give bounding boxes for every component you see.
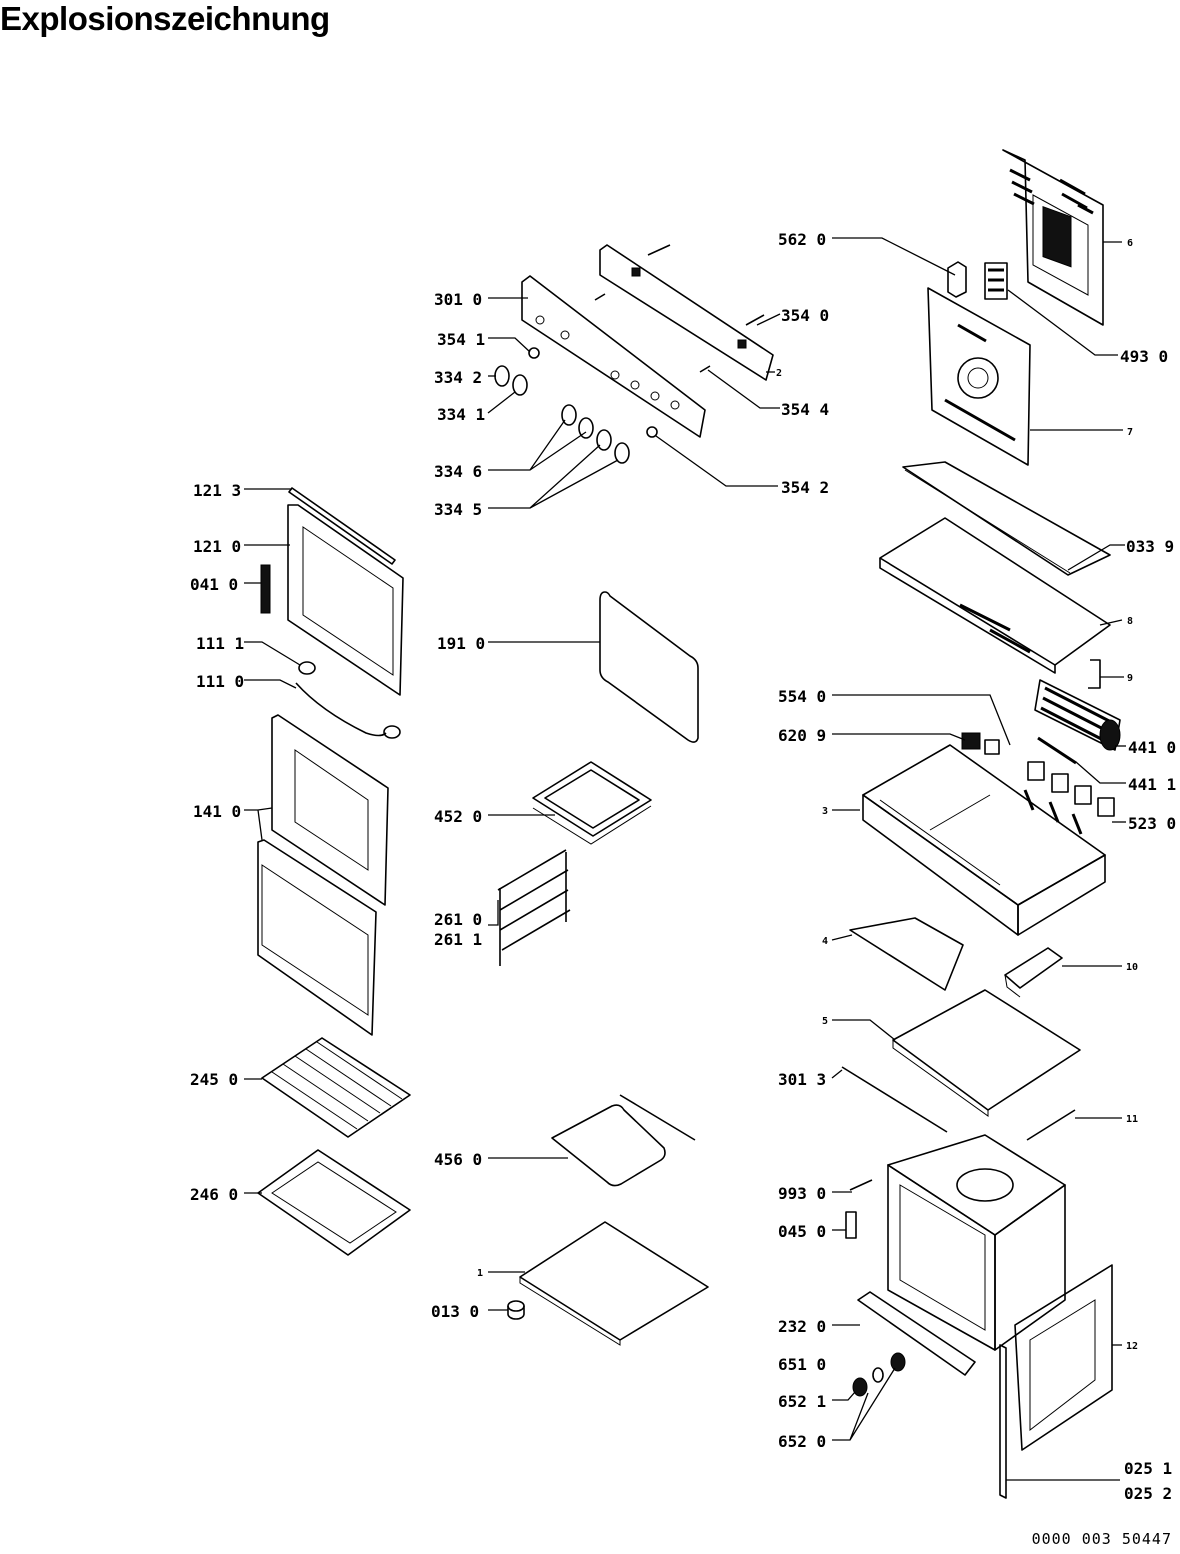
label-993-0: 993 0 [778, 1184, 826, 1203]
label-6: 6 [1127, 238, 1133, 249]
label-562-0: 562 0 [778, 230, 826, 249]
part-191-0-gasket [599, 591, 699, 743]
leader-lines [244, 237, 1126, 1481]
document-number: 0000 003 50447 [1031, 1530, 1172, 1548]
part-121-3-strip [288, 487, 396, 565]
label-041-0: 041 0 [190, 575, 238, 594]
part-5-base-plate [892, 989, 1081, 1117]
part-246-0-baking-tray [257, 1149, 411, 1256]
part-6-rear-cover [1002, 149, 1104, 326]
label-261-1: 261 1 [434, 930, 482, 949]
part-111-0-handle-rod [295, 682, 401, 739]
label-025-1: 025 1 [1124, 1459, 1172, 1478]
part-2-panel-frame [599, 244, 774, 381]
label-652-1: 652 1 [778, 1392, 826, 1411]
label-354-1: 354 1 [437, 330, 485, 349]
part-456-0-element [551, 1094, 696, 1187]
label-261-0: 261 0 [434, 910, 482, 929]
label-4: 4 [822, 936, 828, 947]
label-651-0: 651 0 [778, 1355, 826, 1374]
part-033-9-plate [902, 461, 1111, 576]
part-111-1-clip [298, 661, 316, 675]
part-301-3-strip [841, 1066, 948, 1133]
label-121-3: 121 3 [193, 481, 241, 500]
part-441-0-fan [1034, 679, 1121, 751]
label-334-6: 334 6 [434, 462, 482, 481]
label-2: 2 [776, 368, 782, 379]
label-10: 10 [1126, 962, 1138, 973]
label-11: 11 [1126, 1114, 1138, 1125]
part-141-0-door-glass [257, 714, 389, 1036]
label-493-0: 493 0 [1120, 347, 1168, 366]
label-7: 7 [1127, 427, 1133, 438]
part-9-bracket [1088, 659, 1101, 689]
label-246-0: 246 0 [190, 1185, 238, 1204]
part-7-back-wall [927, 287, 1031, 466]
label-523-0: 523 0 [1128, 814, 1176, 833]
part-025-strip [999, 1344, 1007, 1499]
page-title: Explosionszeichnung [0, 0, 330, 37]
label-441-1: 441 1 [1128, 775, 1176, 794]
part-041-0-hinge [260, 564, 271, 614]
part-452-0-heating-element [532, 761, 652, 845]
part-11-strip [1026, 1109, 1076, 1141]
part-12-door-frame [1014, 1264, 1113, 1451]
part-493-0-motor [984, 262, 1008, 300]
part-562-0-bracket [947, 261, 967, 298]
label-033-9: 033 9 [1126, 537, 1174, 556]
part-354-pins [594, 244, 765, 373]
part-3-chassis [862, 744, 1106, 936]
part-620-9-switch [961, 732, 1000, 755]
part-441-1-terminal [1037, 736, 1077, 765]
label-354-0: 354 0 [781, 306, 829, 325]
label-5: 5 [822, 1016, 828, 1027]
part-10-bracket [1004, 947, 1063, 998]
label-9: 9 [1127, 673, 1133, 684]
part-1-bottom-plate [519, 1221, 709, 1346]
label-452-0: 452 0 [434, 807, 482, 826]
label-354-2: 354 2 [781, 478, 829, 497]
label-045-0: 045 0 [778, 1222, 826, 1241]
label-3: 3 [822, 806, 828, 817]
part-523-0-switches [1023, 761, 1115, 835]
label-441-0: 441 0 [1128, 738, 1176, 757]
label-245-0: 245 0 [190, 1070, 238, 1089]
label-025-2: 025 2 [1124, 1484, 1172, 1503]
label-191-0: 191 0 [437, 634, 485, 653]
part-651-652-knobs [852, 1352, 906, 1397]
label-1: 1 [477, 1268, 483, 1279]
label-620-9: 620 9 [778, 726, 826, 745]
part-4-tray [849, 917, 964, 991]
label-554-0: 554 0 [778, 687, 826, 706]
part-045-0-clip [845, 1211, 857, 1239]
part-245-0-wire-shelf [261, 1037, 411, 1138]
label-334-5: 334 5 [434, 500, 482, 519]
part-993-0-screw [849, 1179, 873, 1191]
part-8-top-plate [879, 517, 1111, 674]
label-652-0: 652 0 [778, 1432, 826, 1451]
label-111-1: 111 1 [196, 634, 244, 653]
oven-cavity [887, 1134, 1066, 1351]
label-301-0: 301 0 [434, 290, 482, 309]
label-354-4: 354 4 [781, 400, 829, 419]
label-301-3: 301 3 [778, 1070, 826, 1089]
part-301-0-control-panel [521, 275, 706, 438]
label-013-0: 013 0 [431, 1302, 479, 1321]
part-232-0-trim [857, 1291, 976, 1376]
label-232-0: 232 0 [778, 1317, 826, 1336]
part-013-0-foot [507, 1300, 525, 1320]
part-334-knobs [494, 347, 658, 464]
part-261-rack-supports [497, 849, 571, 966]
label-12: 12 [1126, 1341, 1138, 1352]
label-111-0: 111 0 [196, 672, 244, 691]
label-334-1: 334 1 [437, 405, 485, 424]
label-8: 8 [1127, 616, 1133, 627]
label-334-2: 334 2 [434, 368, 482, 387]
label-141-0: 141 0 [193, 802, 241, 821]
label-456-0: 456 0 [434, 1150, 482, 1169]
label-121-0: 121 0 [193, 537, 241, 556]
part-121-0-door-frame [287, 504, 404, 696]
callout-labels: 562 0 6 493 0 301 0 354 0 354 1 2 334 2 … [190, 230, 1176, 1503]
